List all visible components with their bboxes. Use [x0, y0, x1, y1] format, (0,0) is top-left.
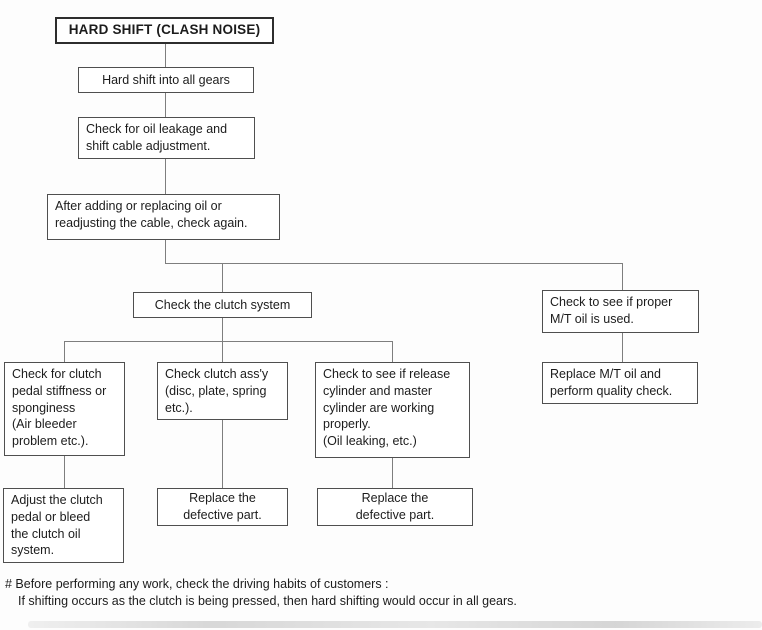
node-check-release-cylinder: Check to see if release cylinder and mas… [315, 362, 470, 458]
node-recheck-after-adjust: After adding or replacing oil or readjus… [47, 194, 280, 240]
connector-title-to-symptom [165, 44, 166, 67]
connector-check-oil-to-recheck [165, 159, 166, 194]
connector-clutch-system-to-branch2 [222, 318, 223, 341]
footnote-line2: If shifting occurs as the clutch is bein… [18, 594, 517, 608]
connector-branch-to-clutch-system [222, 263, 223, 292]
node-check-oil-leakage: Check for oil leakage and shift cable ad… [78, 117, 255, 159]
connector-mt-oil-to-replace-mt [622, 333, 623, 362]
connector-branch-to-mt-oil [622, 263, 623, 290]
node-check-clutch-system: Check the clutch system [133, 292, 312, 318]
node-hard-shift-title: HARD SHIFT (CLASH NOISE) [55, 17, 274, 44]
node-check-clutch-pedal: Check for clutch pedal stiffness or spon… [4, 362, 125, 456]
node-replace-mt-oil: Replace M/T oil and perform quality chec… [542, 362, 698, 404]
node-symptom-hard-shift-all-gears: Hard shift into all gears [78, 67, 254, 93]
connector-branch2-to-pedal [64, 341, 65, 362]
node-adjust-clutch-pedal: Adjust the clutch pedal or bleed the clu… [3, 488, 124, 563]
connector-branch2-to-assy [222, 341, 223, 362]
node-check-clutch-assy: Check clutch ass'y (disc, plate, spring … [157, 362, 288, 420]
connector-branch2-to-cylinder [392, 341, 393, 362]
connector-recheck-to-branch [165, 240, 166, 264]
connector-pedal-to-adjust [64, 456, 65, 488]
connector-assy-to-replace-left [222, 420, 223, 488]
node-replace-defective-part-right: Replace the defective part. [317, 488, 473, 526]
footnote: # Before performing any work, check the … [5, 576, 517, 610]
scan-artifact [28, 621, 762, 628]
footnote-line1: # Before performing any work, check the … [5, 577, 389, 591]
connector-branch-horizontal-top [165, 263, 623, 264]
connector-branch-horizontal-bottom [64, 341, 393, 342]
node-replace-defective-part-left: Replace the defective part. [157, 488, 288, 526]
connector-symptom-to-check-oil [165, 93, 166, 117]
node-check-mt-oil: Check to see if proper M/T oil is used. [542, 290, 699, 333]
connector-cylinder-to-replace-right [392, 458, 393, 488]
